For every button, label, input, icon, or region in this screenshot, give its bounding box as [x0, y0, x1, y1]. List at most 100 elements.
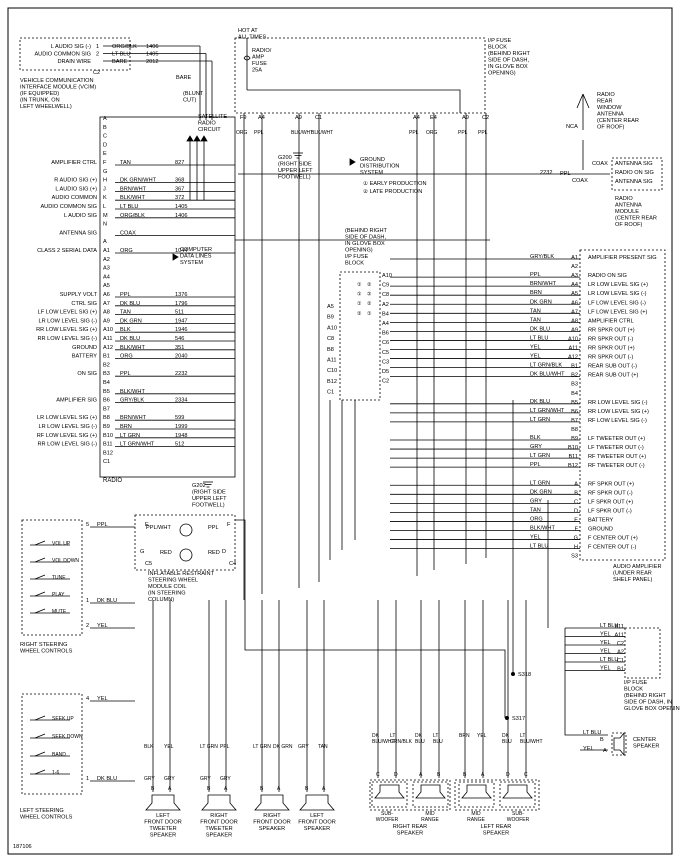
right-steering-pin-0: 5	[86, 522, 89, 528]
coil-ring-0	[179, 523, 193, 537]
front-speaker-1-name-1: FRONT DOOR	[200, 820, 238, 826]
mid-fuse-right-pin-11: C2	[382, 379, 389, 385]
amplifier-wire-color-16: DK BLU	[530, 399, 550, 405]
radio-pin-3: D	[103, 142, 107, 148]
computer-data-arrow	[172, 253, 179, 261]
vcim-connector: C2	[93, 70, 100, 76]
radio-pin-36: B10	[103, 433, 113, 439]
radio-pin-label-34: LR LOW LEVEL SIG (+)	[37, 415, 97, 421]
top-fuse-block-title-3: SIDE OF DASH,	[488, 58, 529, 64]
amplifier-pin-label-32: F CENTER OUT (-)	[588, 545, 637, 551]
radio-pin-4: E	[103, 151, 107, 157]
vcim-wire-color-1: LT BLU	[112, 52, 130, 58]
mid-fuse-right-pin-5: A4	[382, 321, 389, 327]
g202-label-1: (RIGHT SIDE	[192, 490, 226, 496]
rear-speaker-box-2	[458, 781, 495, 808]
radio-pin-30: B4	[103, 380, 110, 386]
radio-wire-color-23: DK GRN	[120, 318, 142, 324]
radio-pin-label-13: ANTENNA SIG	[59, 230, 97, 236]
amplifier-pin-9: A10	[568, 336, 578, 342]
amplifier-pin-29: E	[574, 517, 578, 523]
amplifier-wire-color-13: DK BLU/WHT	[530, 372, 565, 378]
mid-fuse-left-pin-7: B12	[327, 379, 337, 385]
computer-data-lines-0: COMPUTER	[180, 247, 212, 253]
amplifier-pin-0: A1	[571, 255, 578, 261]
front-speaker-3-wire-0: GRY	[298, 744, 309, 750]
amplifier-pin-label-2: RADIO ON SIG	[588, 273, 627, 279]
rear-speaker-pin-0: C	[376, 772, 380, 778]
amplifier-pin-31: G	[574, 536, 578, 542]
rear-window-antenna-title-2: WINDOW	[597, 105, 622, 111]
amplifier-pin-17: B6	[571, 409, 578, 415]
amplifier-name-2: SHELF PANEL)	[613, 577, 653, 583]
mid-fuse-note-6: ②	[357, 311, 362, 317]
right-steering-switch-2	[34, 574, 46, 580]
mid-fuse-left-pin-5: A11	[327, 358, 337, 364]
fuse-icon	[243, 55, 251, 61]
antenna-module-name-2: MODULE	[615, 209, 639, 215]
radio-pin-11: M	[103, 213, 108, 219]
radio-amp-fuse-0: RADIO/	[252, 48, 272, 54]
front-speaker-1-icon	[201, 794, 237, 811]
amplifier-pin-label-16: RR LOW LEVEL SIG (-)	[588, 400, 648, 406]
radio-pin-24: A10	[103, 327, 113, 333]
rear-speaker-wire-0-0: DK	[372, 733, 380, 739]
satellite-arrow-1	[193, 135, 201, 142]
front-speaker-0-pin-0: B	[151, 786, 155, 792]
lower-fuse-pin-3: A2	[617, 650, 624, 656]
right-rear-speaker-name-1-0: MID	[425, 811, 435, 817]
amplifier-pin-label-29: BATTERY	[588, 517, 614, 523]
rear-speaker-icon-3	[502, 784, 533, 799]
coil-wire-2: PPL	[208, 525, 219, 531]
antenna-left	[576, 93, 584, 109]
radio-pin-label-37: RR LOW LEVEL SIG (-)	[38, 442, 98, 448]
amplifier-wire-color-20: BLK	[530, 435, 541, 441]
antenna-module-name-3: (CENTER REAR	[615, 216, 657, 222]
right-steering-control-3: PLAY	[52, 592, 65, 598]
right-steering-switch-4	[34, 608, 46, 614]
mid-fuse-left-pin-2: A10	[327, 325, 337, 331]
mid-fuse-note-3: ②	[367, 292, 372, 298]
amplifier-pin-label-4: LR LOW LEVEL SIG (-)	[588, 291, 647, 297]
amplifier-pin-33: S3	[571, 554, 578, 560]
amplifier-pin-30: F	[575, 527, 579, 533]
rear-speaker-pin-3: B	[437, 772, 441, 778]
vcim-desc-4: LEFT WHEELWELL)	[20, 104, 72, 110]
lower-fuse-block-box	[624, 627, 661, 679]
center-speaker-pin-1: A	[603, 748, 607, 754]
front-speaker-0-name-2: TWEETER	[149, 826, 176, 832]
diagram-border	[7, 7, 673, 855]
radio-pin-20: A6	[103, 292, 110, 298]
radio-pin-label-11: L AUDIO SIG	[64, 213, 97, 219]
radio-pin-22: A8	[103, 310, 110, 316]
amplifier-pin-25: A	[574, 481, 578, 487]
radio-circuit-36: 1948	[175, 433, 187, 439]
radio-wire-color-11: ORG/BLK	[120, 213, 145, 219]
amplifier-pin-13: B2	[571, 373, 578, 379]
right-steering-wire-2: YEL	[97, 623, 108, 629]
top-fuse-wire-2: BLK/WHT	[291, 130, 313, 136]
front-speaker-2-name-2: SPEAKER	[259, 826, 285, 832]
amplifier-wire-color-4: BRN	[530, 290, 542, 296]
amplifier-pin-5: A6	[571, 300, 578, 306]
radio-pin-label-15: CLASS 2 SERIAL DATA	[37, 248, 97, 254]
vcim-desc-2: (IF EQUIPPED)	[20, 91, 59, 97]
lower-fuse-wire-4: LT BLU	[600, 657, 618, 663]
right-rear-speaker-title-0: RIGHT REAR	[393, 824, 427, 830]
rear-speaker-wire-3-0: LT	[433, 733, 438, 739]
amplifier-pin-label-18: RF LOW LEVEL SIG (-)	[588, 418, 647, 424]
radio-wire-color-36: LT GRN	[120, 433, 140, 439]
mid-fuse-left-pin-6: C10	[327, 368, 337, 374]
blunt-cut-0: (BLUNT	[183, 91, 204, 97]
lower-fuse-pin-2: C2	[617, 641, 624, 647]
radio-pin-label-22: LF LOW LEVEL SIG (+)	[38, 310, 97, 316]
amplifier-pin-28: D	[574, 508, 578, 514]
mid-fuse-right-pin-9: C3	[382, 359, 389, 365]
front-speaker-0-wire-1: YEL	[164, 744, 174, 750]
amplifier-pin-23: B12	[568, 463, 578, 469]
center-speaker-name-1: SPEAKER	[633, 744, 659, 750]
coil-ring-1	[179, 548, 193, 562]
vcim-circuit-2: 2012	[146, 59, 158, 65]
top-fuse-pin-6: A9	[462, 115, 469, 121]
left-steering-switch-2	[34, 751, 46, 757]
